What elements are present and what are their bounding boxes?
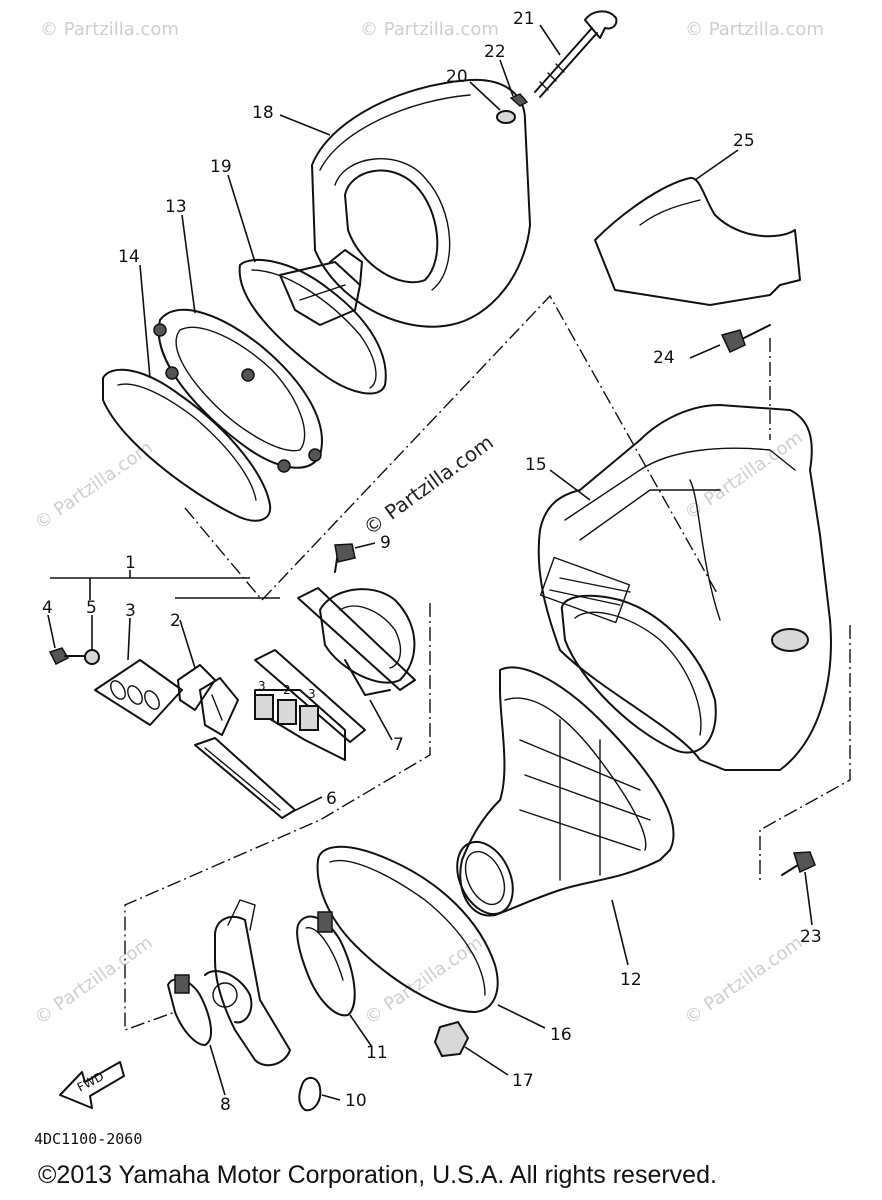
bolt-24: [720, 324, 771, 353]
callout-3: 3: [125, 601, 136, 621]
watermark: © Partzilla.com: [685, 19, 824, 40]
callout-16: 16: [550, 1025, 572, 1045]
reed-number: 3: [258, 679, 266, 693]
callout-23: 23: [800, 927, 822, 947]
fwd-arrow-icon: FWD: [59, 1061, 125, 1109]
callout-4: 4: [42, 598, 53, 618]
nut: [433, 1020, 470, 1058]
callout-8: 8: [220, 1095, 231, 1115]
callouts: 21 22 20 18 19 13 14 25 24 15 9 1 4 5 3 …: [42, 9, 822, 1115]
center-watermark: © Partzilla.com: [359, 430, 498, 540]
callout-24: 24: [653, 348, 675, 368]
reed-number: 3: [308, 687, 316, 701]
watermark: © Partzilla.com: [31, 437, 157, 534]
watermark: © Partzilla.com: [31, 932, 157, 1029]
callout-19: 19: [210, 157, 232, 177]
air-box-cover: [594, 177, 801, 306]
callout-14: 14: [118, 247, 140, 267]
callout-7: 7: [393, 735, 404, 755]
callout-18: 18: [252, 103, 274, 123]
watermark: © Partzilla.com: [681, 932, 807, 1029]
watermark: © Partzilla.com: [40, 19, 179, 40]
clip: [298, 1076, 322, 1112]
bolt-23: [781, 851, 816, 876]
carburetor-joint: [297, 587, 416, 696]
gasket: [102, 368, 272, 522]
reed-valve-assembly: 3 2 3: [254, 649, 366, 761]
callout-12: 12: [620, 970, 642, 990]
callout-2: 2: [170, 611, 181, 631]
callout-9: 9: [380, 533, 391, 553]
bolt-9: [334, 543, 356, 573]
watermark: © Partzilla.com: [681, 427, 807, 524]
callout-20: 20: [446, 67, 468, 87]
watermark-layer: © Partzilla.com © Partzilla.com © Partzi…: [31, 19, 824, 1029]
callout-10: 10: [345, 1091, 367, 1111]
reed-gasket: [194, 737, 296, 819]
diagram-code: 4DC1100-2060: [34, 1130, 143, 1148]
callout-5: 5: [86, 598, 97, 618]
reed-petals: [177, 664, 239, 736]
carburetor: [204, 899, 291, 1067]
reed-number: 2: [283, 683, 291, 697]
bolt-assembly: [496, 10, 618, 124]
filter-guide: [238, 249, 387, 395]
callout-22: 22: [484, 42, 506, 62]
clamp-11: [296, 911, 356, 1017]
air-box-housing: [537, 404, 832, 771]
callout-13: 13: [165, 197, 187, 217]
assembly-lines: [124, 294, 851, 1031]
callout-21: 21: [513, 9, 535, 29]
air-filter-element: [311, 78, 531, 328]
callout-15: 15: [525, 455, 547, 475]
callout-11: 11: [366, 1043, 388, 1063]
screw-and-washer: [48, 647, 100, 666]
callout-6: 6: [326, 789, 337, 809]
fwd-label: FWD: [75, 1069, 106, 1095]
clamp-8: [167, 974, 212, 1046]
copyright-notice: ©2013 Yamaha Motor Corporation, U.S.A. A…: [38, 1161, 717, 1189]
assembly-bracket: [50, 577, 280, 600]
callout-25: 25: [733, 131, 755, 151]
watermark: © Partzilla.com: [360, 19, 499, 40]
reed-stopper: [94, 659, 183, 726]
joint-gasket: [316, 845, 499, 1013]
air-box-joint: [456, 666, 675, 917]
callout-17: 17: [512, 1071, 534, 1091]
filter-seat: [153, 308, 323, 473]
leader-lines: [47, 24, 813, 1101]
callout-1: 1: [125, 553, 136, 573]
